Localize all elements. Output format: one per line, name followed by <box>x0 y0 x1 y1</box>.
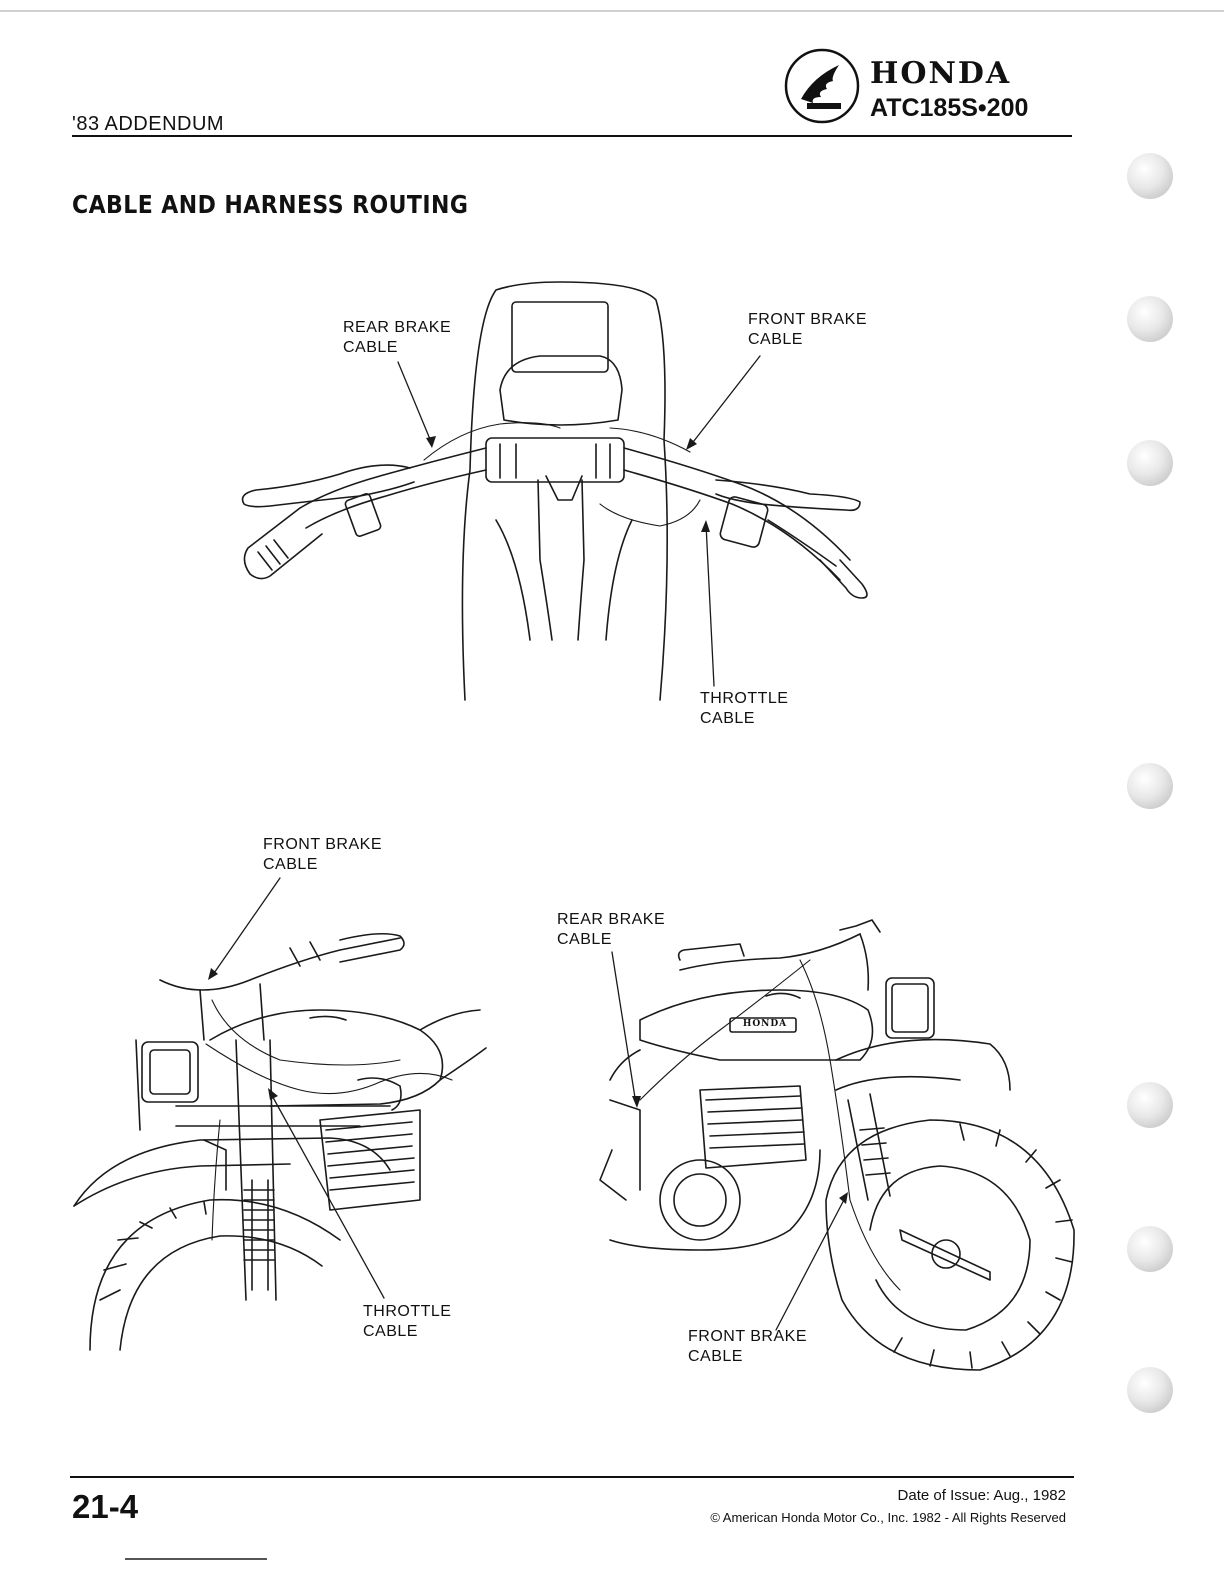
bottom-edge-rule <box>125 1558 267 1560</box>
footer-rule <box>70 1476 1074 1478</box>
callout-front-brake-cable: FRONT BRAKE CABLE <box>688 1327 807 1367</box>
tank-badge: HONDA <box>736 1019 794 1029</box>
copyright-notice: © American Honda Motor Co., Inc. 1982 - … <box>710 1510 1066 1525</box>
issue-date: Date of Issue: Aug., 1982 <box>898 1487 1066 1504</box>
callout-rear-brake-cable: REAR BRAKE CABLE <box>557 910 665 950</box>
page-number: 21-4 <box>72 1488 138 1526</box>
